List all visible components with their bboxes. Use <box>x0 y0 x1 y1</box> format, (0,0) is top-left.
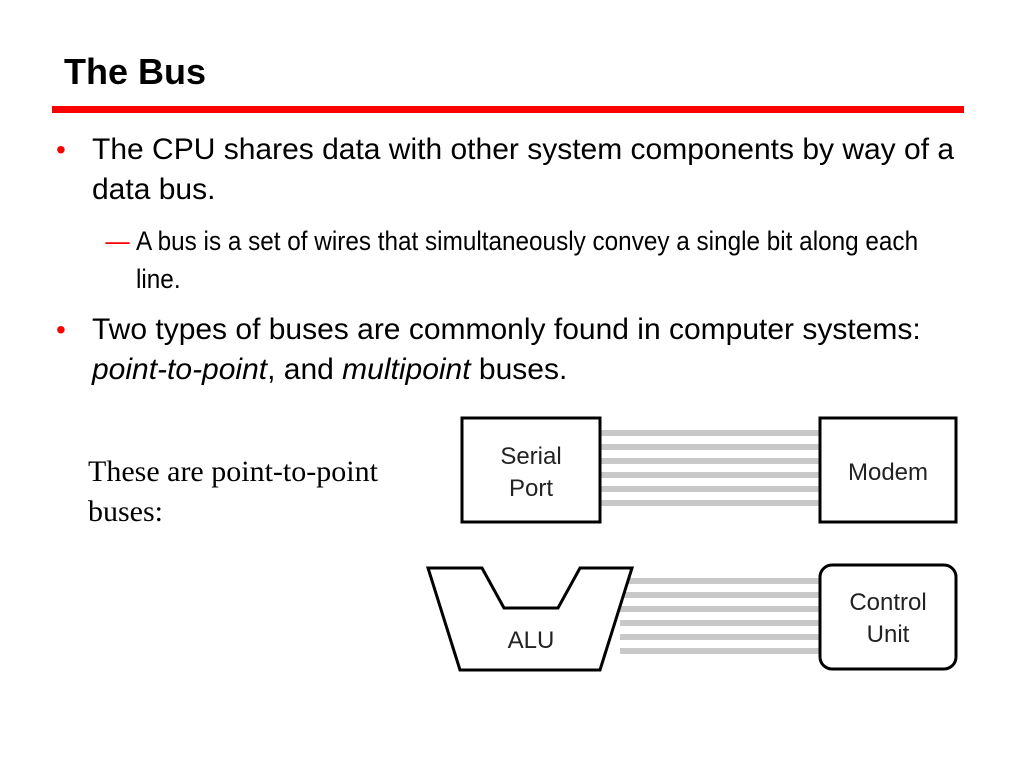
alu-control-bus-wires <box>620 578 820 654</box>
bullet-dot-icon: • <box>56 134 66 165</box>
serial-port-label-line1: Serial <box>500 443 561 470</box>
point-to-point-bus-diagram: Serial Port Modem ALU Control Unit <box>425 416 958 672</box>
alu-shape <box>425 566 635 672</box>
diagram-caption: These are point-to-point buses: <box>88 455 378 528</box>
sub-bullet-dash-icon: — <box>105 226 130 256</box>
alu-label: ALU <box>508 627 555 654</box>
bullet-text: The CPU shares data with other system co… <box>92 133 955 206</box>
bullet-dot-icon: • <box>56 314 66 345</box>
bullet-text-mid: , and <box>267 353 343 386</box>
slide-title: The Bus <box>64 51 207 92</box>
bullet-text-after: buses. <box>470 353 568 386</box>
bullet-emphasis-point-to-point: point-to-point <box>92 353 268 386</box>
bullet-item: • The CPU shares data with other system … <box>56 130 972 210</box>
serial-modem-bus-wires <box>600 430 820 506</box>
control-unit-label-line2: Unit <box>867 621 910 648</box>
control-unit-label-line1: Control <box>849 589 926 616</box>
bullet-item: • Two types of buses are commonly found … <box>56 310 972 390</box>
bullet-emphasis-multipoint: multipoint <box>342 353 471 386</box>
modem-box <box>818 416 958 524</box>
sub-bullet-text: A bus is a set of wires that simultaneou… <box>136 226 919 294</box>
title-underline <box>52 106 964 113</box>
serial-port-box <box>460 416 602 524</box>
sub-bullet-item: — A bus is a set of wires that simultane… <box>105 222 956 298</box>
control-unit-box <box>818 563 958 671</box>
serial-port-label-line2: Port <box>509 475 553 502</box>
bullet-text-before: Two types of buses are commonly found in… <box>92 313 921 346</box>
modem-label: Modem <box>848 459 928 486</box>
